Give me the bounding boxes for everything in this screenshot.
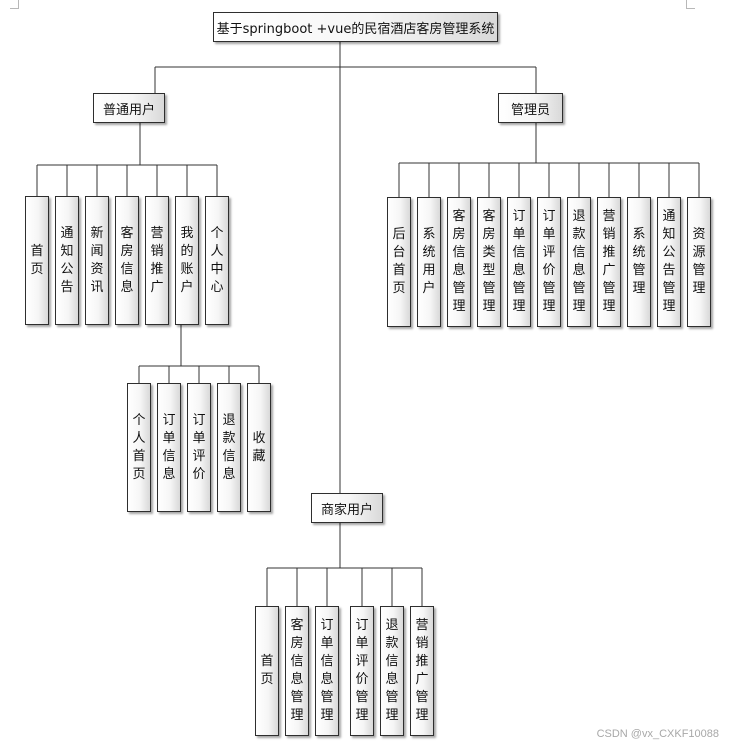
node-label: 客房信息 (120, 225, 134, 295)
node-label: 资源管理 (692, 227, 706, 296)
node-label: 收藏 (252, 430, 266, 464)
node-label: 营销推广管理 (415, 618, 429, 723)
node-label: 个人首页 (132, 412, 146, 482)
node-label: 个人中心 (210, 225, 224, 295)
admin-item-6: 订单评价管理 (537, 197, 561, 327)
normal-user-item-7: 个人中心 (205, 196, 229, 325)
merchant-item-3: 订单信息管理 (315, 606, 339, 736)
node-label: 商家用户 (320, 502, 373, 518)
branch-node-admin: 管理员 (498, 93, 563, 123)
node-label: 退款信息管理 (385, 618, 399, 723)
normal-user-item-6: 我的账户 (175, 196, 199, 325)
normal-user-item-1: 首页 (25, 196, 49, 325)
admin-item-10: 通知公告管理 (657, 197, 681, 327)
node-label: 新闻资讯 (90, 225, 104, 295)
node-label: 我的账户 (180, 225, 194, 295)
my-account-item-3: 订单评价 (187, 383, 211, 512)
my-account-item-2: 订单信息 (157, 383, 181, 512)
node-label: 系统管理 (632, 227, 646, 296)
node-label: 营销推广管理 (602, 209, 616, 314)
merchant-item-2: 客房信息管理 (285, 606, 309, 736)
admin-item-2: 系统用户 (417, 197, 441, 327)
node-label: 系统用户 (422, 227, 436, 296)
node-label: 后台首页 (392, 227, 406, 296)
admin-item-5: 订单信息管理 (507, 197, 531, 327)
admin-item-4: 客房类型管理 (477, 197, 501, 327)
my-account-item-1: 个人首页 (127, 383, 151, 512)
page-corner-mark (686, 0, 695, 9)
admin-item-3: 客房信息管理 (447, 197, 471, 327)
admin-item-8: 营销推广管理 (597, 197, 621, 327)
node-label: 通知公告 (60, 225, 74, 295)
node-label: 订单评价管理 (355, 618, 369, 723)
node-label: 客房类型管理 (482, 209, 496, 314)
root-node: 基于springboot +vue的民宿酒店客房管理系统 (213, 12, 498, 42)
node-label: 订单信息管理 (320, 618, 334, 723)
node-label: 首页 (260, 654, 274, 687)
node-label: 订单评价管理 (542, 209, 556, 314)
branch-node-merchant: 商家用户 (311, 493, 383, 523)
merchant-item-1: 首页 (255, 606, 279, 736)
normal-user-item-5: 营销推广 (145, 196, 169, 325)
node-label: 客房信息管理 (290, 618, 304, 723)
merchant-item-5: 退款信息管理 (380, 606, 404, 736)
node-label: 基于springboot +vue的民宿酒店客房管理系统 (216, 21, 495, 37)
node-label: 通知公告管理 (662, 209, 676, 314)
normal-user-item-2: 通知公告 (55, 196, 79, 325)
admin-item-1: 后台首页 (387, 197, 411, 327)
merchant-item-4: 订单评价管理 (350, 606, 374, 736)
merchant-item-6: 营销推广管理 (410, 606, 434, 736)
node-label: 退款信息 (222, 412, 236, 482)
admin-item-9: 系统管理 (627, 197, 651, 327)
admin-item-7: 退款信息管理 (567, 197, 591, 327)
normal-user-item-3: 新闻资讯 (85, 196, 109, 325)
node-label: 订单信息管理 (512, 209, 526, 314)
my-account-item-5: 收藏 (247, 383, 271, 512)
node-label: 首页 (30, 243, 44, 277)
page-corner-mark (10, 0, 19, 9)
branch-node-normal-user: 普通用户 (93, 93, 165, 123)
node-label: 管理员 (510, 102, 550, 118)
watermark: CSDN @vx_CXKF10088 (596, 728, 719, 740)
node-label: 客房信息管理 (452, 209, 466, 314)
admin-item-11: 资源管理 (687, 197, 711, 327)
normal-user-item-4: 客房信息 (115, 196, 139, 325)
my-account-item-4: 退款信息 (217, 383, 241, 512)
node-label: 退款信息管理 (572, 209, 586, 314)
node-label: 普通用户 (102, 102, 155, 118)
node-label: 订单信息 (162, 412, 176, 482)
node-label: 订单评价 (192, 412, 206, 482)
node-label: 营销推广 (150, 225, 164, 295)
